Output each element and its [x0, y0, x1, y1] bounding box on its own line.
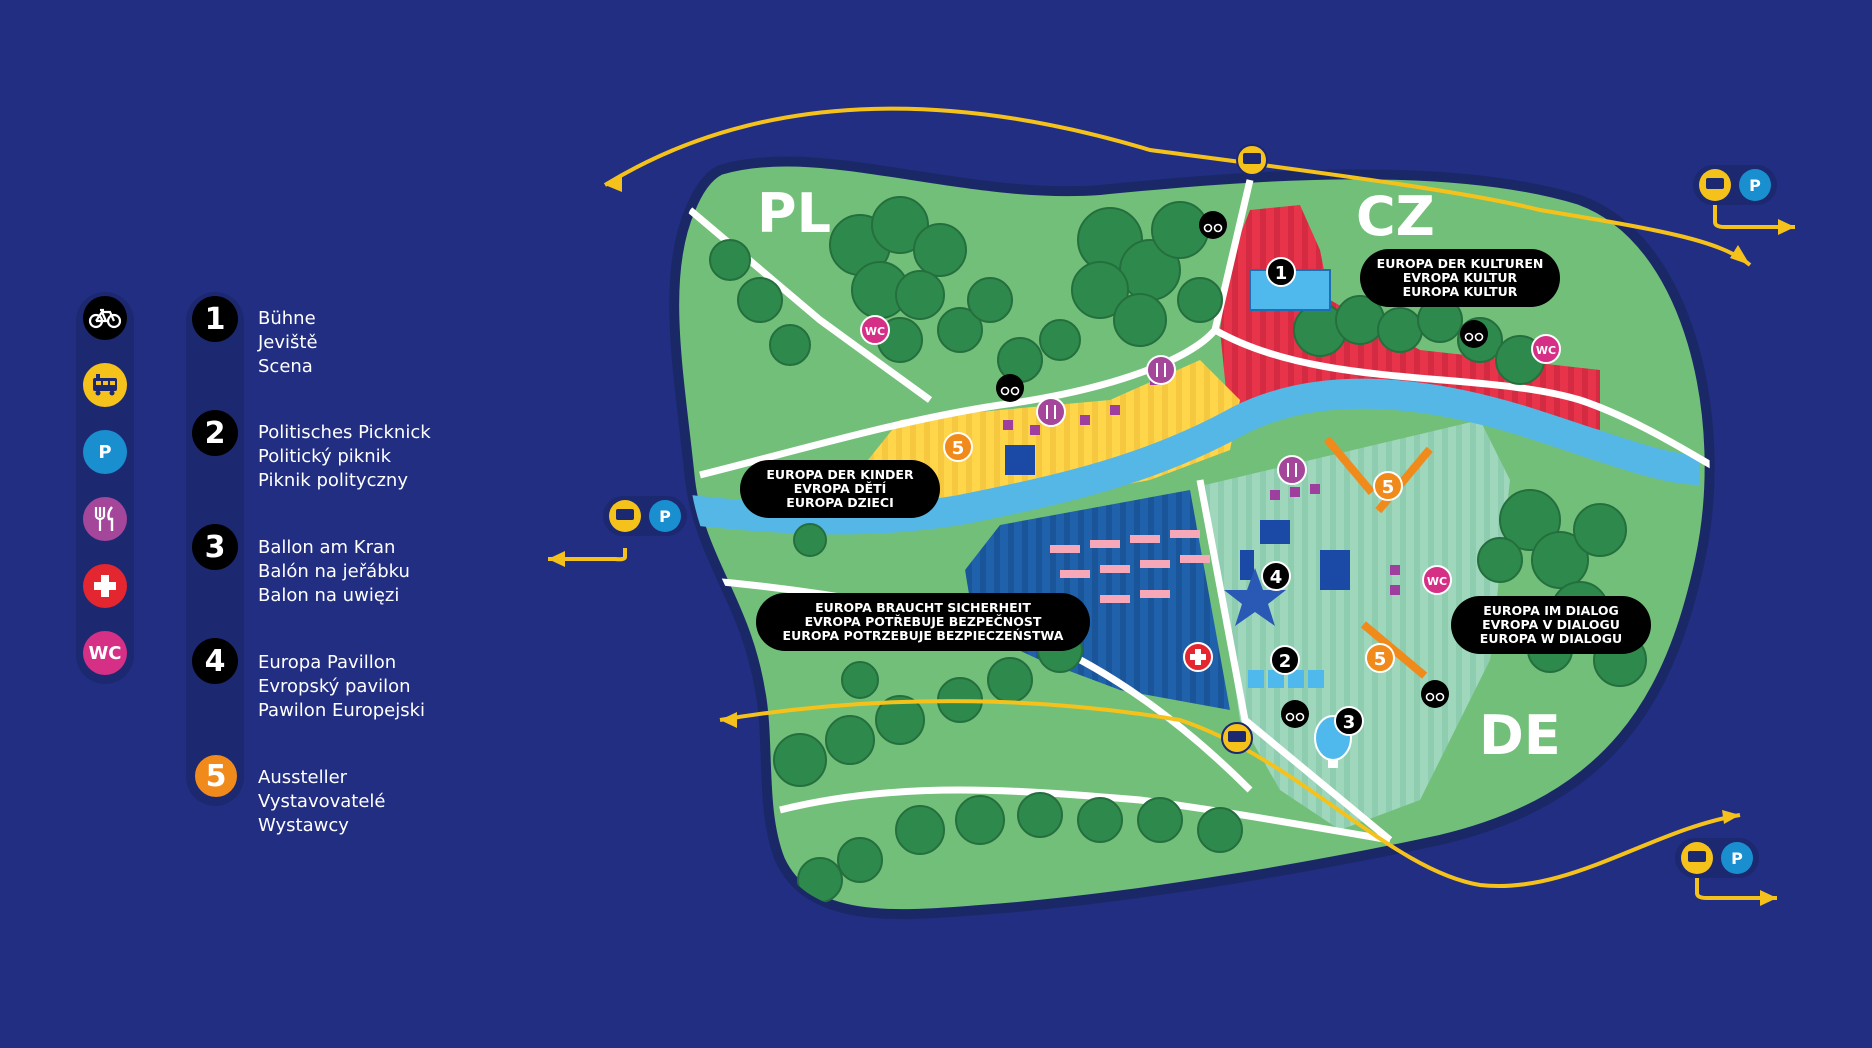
svg-text:5: 5: [1382, 477, 1395, 498]
station-northeast-parking-label: P: [1749, 176, 1761, 195]
map-food-icon: [1277, 455, 1307, 485]
zone-label-kinder: EUROPA DER KINDER EVROPA DĚTÍ EUROPA DZI…: [740, 460, 940, 518]
svg-text:3: 3: [1343, 712, 1356, 733]
svg-text:WC: WC: [1427, 575, 1447, 588]
legend-number-4: 4: [192, 638, 238, 684]
map-marker-2: 2: [1270, 645, 1300, 675]
country-label-pl: PL: [757, 182, 831, 245]
bike-icon: [83, 296, 127, 340]
station-southeast-parking-label: P: [1731, 849, 1743, 868]
svg-text:EVROPA DĚTÍ: EVROPA DĚTÍ: [794, 481, 887, 496]
zone-label-sicherheit: EUROPA BRAUCHT SICHERHEIT EVROPA POTŘEBU…: [756, 593, 1090, 651]
parking-icon: P: [83, 430, 127, 474]
svg-text:1: 1: [1275, 263, 1288, 284]
map-wc-icon-3: WC: [1422, 565, 1452, 595]
svg-text:2: 2: [1279, 651, 1292, 672]
legend-number-2: 2: [192, 410, 238, 456]
station-pill-west: P: [603, 496, 687, 536]
country-label-cz: CZ: [1356, 185, 1435, 248]
svg-text:EUROPA POTRZEBUJE BEZPIECZEŃST: EUROPA POTRZEBUJE BEZPIECZEŃSTWA: [783, 628, 1064, 643]
svg-text:WC: WC: [865, 325, 885, 338]
country-label-de: DE: [1479, 704, 1561, 767]
svg-text:EVROPA POTŘEBUJE BEZPEČNOST: EVROPA POTŘEBUJE BEZPEČNOST: [805, 614, 1042, 629]
food-icon: [83, 497, 127, 541]
europa-pavilion-star: [1224, 568, 1286, 626]
first-aid-icon: [83, 564, 127, 608]
map-bike-icon: [1281, 700, 1309, 728]
svg-text:EVROPA V DIALOGU: EVROPA V DIALOGU: [1482, 617, 1620, 632]
map-first-aid-icon: [1183, 642, 1213, 672]
svg-text:EUROPA BRAUCHT SICHERHEIT: EUROPA BRAUCHT SICHERHEIT: [815, 600, 1031, 615]
map-bike-icon: [1421, 680, 1449, 708]
zone-pl-area: [860, 360, 1240, 520]
legend-number-5: 5: [192, 752, 240, 800]
svg-text:EUROPA DZIECI: EUROPA DZIECI: [786, 495, 893, 510]
legend-number-3: 3: [192, 524, 238, 570]
svg-text:WC: WC: [1536, 344, 1556, 357]
zone-label-kultur: EUROPA DER KULTUREN EVROPA KULTUR EUROPA…: [1360, 249, 1560, 307]
map-bike-icon: [1460, 320, 1488, 348]
map-bike-icon: [1199, 211, 1227, 239]
svg-text:EUROPA DER KINDER: EUROPA DER KINDER: [766, 467, 914, 482]
svg-text:EUROPA W DIALOGU: EUROPA W DIALOGU: [1480, 631, 1622, 646]
zone-label-dialog: EUROPA IM DIALOG EVROPA V DIALOGU EUROPA…: [1451, 596, 1651, 654]
svg-text:5: 5: [952, 438, 965, 459]
map-marker-3: 3: [1334, 706, 1364, 736]
river: [688, 378, 1701, 535]
train-icon: [83, 363, 127, 407]
map-train-marker-top: [1236, 144, 1268, 176]
map-marker-5-de-north: 5: [1373, 471, 1403, 501]
svg-text:EVROPA KULTUR: EVROPA KULTUR: [1403, 270, 1518, 285]
svg-text:EUROPA DER KULTUREN: EUROPA DER KULTUREN: [1377, 256, 1544, 271]
legend-number-1: 1: [192, 296, 238, 342]
map-marker-4: 4: [1261, 561, 1291, 591]
svg-text:EUROPA IM DIALOG: EUROPA IM DIALOG: [1483, 603, 1619, 618]
map-wc-icon-2: WC: [1531, 334, 1561, 364]
map-food-icon: [1036, 397, 1066, 427]
map-marker-5-de-south: 5: [1365, 643, 1395, 673]
station-pill-southeast: P: [1675, 838, 1759, 878]
station-pill-northeast: P: [1693, 165, 1777, 205]
svg-text:4: 4: [1270, 567, 1283, 588]
svg-text:5: 5: [1374, 649, 1387, 670]
map-bike-icon: [996, 374, 1024, 402]
station-west-parking-label: P: [659, 507, 671, 526]
map-wc-icon-1: WC: [860, 315, 890, 345]
zone-security-area: [965, 490, 1230, 710]
legend-icon-column: [76, 292, 134, 684]
wc-icon: WC: [83, 631, 127, 675]
map-food-icon: [1146, 355, 1176, 385]
map-marker-5-pl: 5: [943, 432, 973, 462]
map-train-marker-bottom: [1221, 722, 1253, 754]
svg-text:EUROPA KULTUR: EUROPA KULTUR: [1403, 284, 1518, 299]
map-marker-1: 1: [1266, 257, 1296, 287]
